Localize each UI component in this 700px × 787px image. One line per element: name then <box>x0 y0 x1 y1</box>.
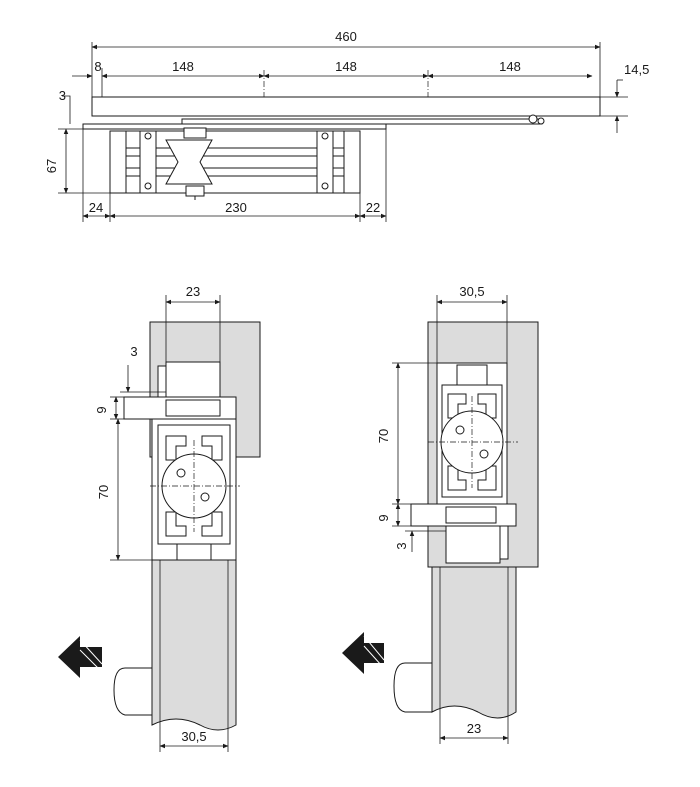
dim-right-offset-label: 22 <box>366 200 380 215</box>
slide-roller <box>528 114 538 124</box>
door-leaf <box>151 559 237 731</box>
dim-right-arm-thickness-label: 3 <box>394 542 409 549</box>
dim-left-arm-thickness-label: 3 <box>130 344 137 359</box>
dim-body-length-label: 230 <box>225 200 247 215</box>
slide-rail-section <box>165 361 221 398</box>
dim-arm-thickness: 3 <box>58 88 84 130</box>
dim-body-height-label: 67 <box>44 159 59 173</box>
top-view: 460 8 148 148 148 14,5 <box>44 29 649 222</box>
dim-right-arm-height-label: 9 <box>376 514 391 521</box>
direction-arrow-icon <box>58 636 103 678</box>
dim-overall-length: 460 <box>91 29 601 50</box>
dim-right-arm-height: 9 <box>376 503 411 527</box>
dim-right-body-height: 70 <box>376 362 437 505</box>
closer-body <box>109 127 361 200</box>
dim-body-length: 24 230 22 <box>82 129 387 222</box>
dim-right-arm-thickness: 3 <box>394 530 446 552</box>
dim-left-bottom-width: 30,5 <box>159 727 229 752</box>
dim-arm-thickness-label: 3 <box>59 88 66 103</box>
direction-arrow-icon-right <box>342 632 385 674</box>
dim-segment-2-label: 148 <box>335 59 357 74</box>
dim-left-body-height-label: 70 <box>96 485 111 499</box>
dim-left-arm-height: 9 <box>94 396 124 420</box>
section-left: 23 3 9 70 30,5 <box>58 284 261 752</box>
dim-right-top-width-label: 30,5 <box>459 284 484 299</box>
dim-right-top-width: 30,5 <box>436 284 508 363</box>
dim-left-arm-thickness: 3 <box>120 344 166 393</box>
dim-left-arm-height-label: 9 <box>94 406 109 413</box>
dim-right-bottom-width: 23 <box>439 718 509 744</box>
dim-overall-length-label: 460 <box>335 29 357 44</box>
dim-left-bottom-width-label: 30,5 <box>181 729 206 744</box>
dim-rail-height: 14,5 <box>614 62 649 133</box>
slide-rail <box>91 96 601 117</box>
wall-profile <box>113 667 153 716</box>
dim-right-bottom-width-label: 23 <box>467 721 481 736</box>
dim-left-offset-label: 24 <box>89 200 103 215</box>
dim-segment-3-label: 148 <box>499 59 521 74</box>
dim-right-body-height-label: 70 <box>376 429 391 443</box>
slide-rail-section-right <box>445 525 501 564</box>
dim-left-top-width-label: 23 <box>186 284 200 299</box>
slide-arm-link <box>181 118 543 125</box>
slide-roller-small <box>537 117 545 125</box>
section-right: 30,5 70 9 3 23 <box>342 284 539 744</box>
dim-body-height: 67 <box>44 128 110 194</box>
slide-arm <box>82 123 387 130</box>
dim-left-body-height: 70 <box>96 418 152 561</box>
dim-segment-1-label: 148 <box>172 59 194 74</box>
dim-edge-offset-label: 8 <box>94 59 101 74</box>
dim-rail-height-label: 14,5 <box>624 62 649 77</box>
dim-left-top-width: 23 <box>165 284 221 362</box>
door-leaf-right <box>431 566 517 719</box>
wall-profile-right <box>393 662 433 713</box>
